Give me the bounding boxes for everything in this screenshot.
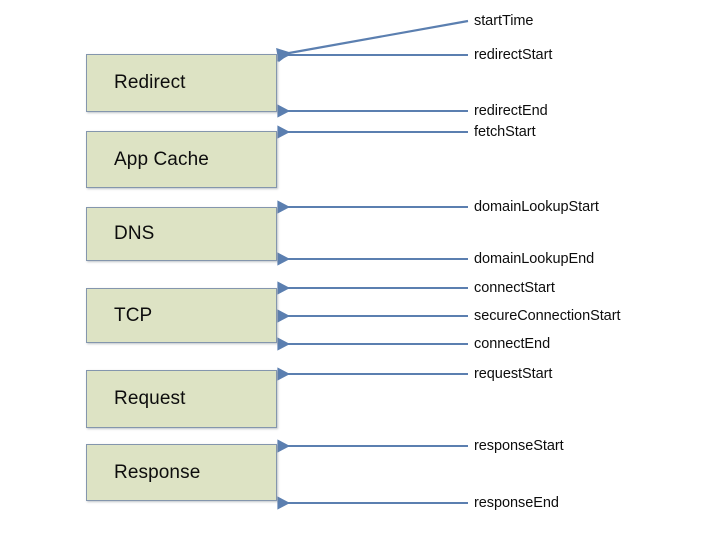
arrow-start-time [276, 19, 469, 63]
marker-label-start-time: startTime [474, 13, 534, 29]
marker-label-request-start: requestStart [474, 366, 553, 382]
marker-label-redirect-end: redirectEnd [474, 103, 548, 119]
phase-box-dns: DNS [86, 207, 277, 261]
phase-box-tcp: TCP [86, 288, 277, 343]
phase-box-redirect: Redirect [86, 54, 277, 112]
phase-box-request: Request [86, 370, 277, 428]
phase-label-tcp: TCP [114, 304, 153, 326]
marker-label-connect-end: connectEnd [474, 336, 551, 352]
marker-label-connect-start: connectStart [474, 280, 555, 296]
phase-label-redirect: Redirect [114, 72, 186, 93]
phase-label-dns: DNS [114, 223, 155, 244]
phase-box-app-cache: App Cache [86, 131, 277, 188]
marker-label-response-end: responseEnd [474, 495, 559, 511]
phase-box-response: Response [86, 444, 277, 501]
marker-arrows [276, 19, 469, 510]
phase-label-response: Response [114, 461, 201, 483]
marker-label-secure-connection-start: secureConnectionStart [474, 308, 621, 324]
marker-label-domain-lookup-start: domainLookupStart [474, 199, 599, 215]
marker-label-domain-lookup-end: domainLookupEnd [474, 251, 595, 267]
phase-label-app-cache: App Cache [114, 148, 209, 170]
marker-label-fetch-start: fetchStart [474, 124, 536, 140]
marker-label-redirect-start: redirectStart [474, 47, 553, 63]
phase-label-request: Request [114, 388, 186, 409]
marker-label-response-start: responseStart [474, 438, 564, 454]
